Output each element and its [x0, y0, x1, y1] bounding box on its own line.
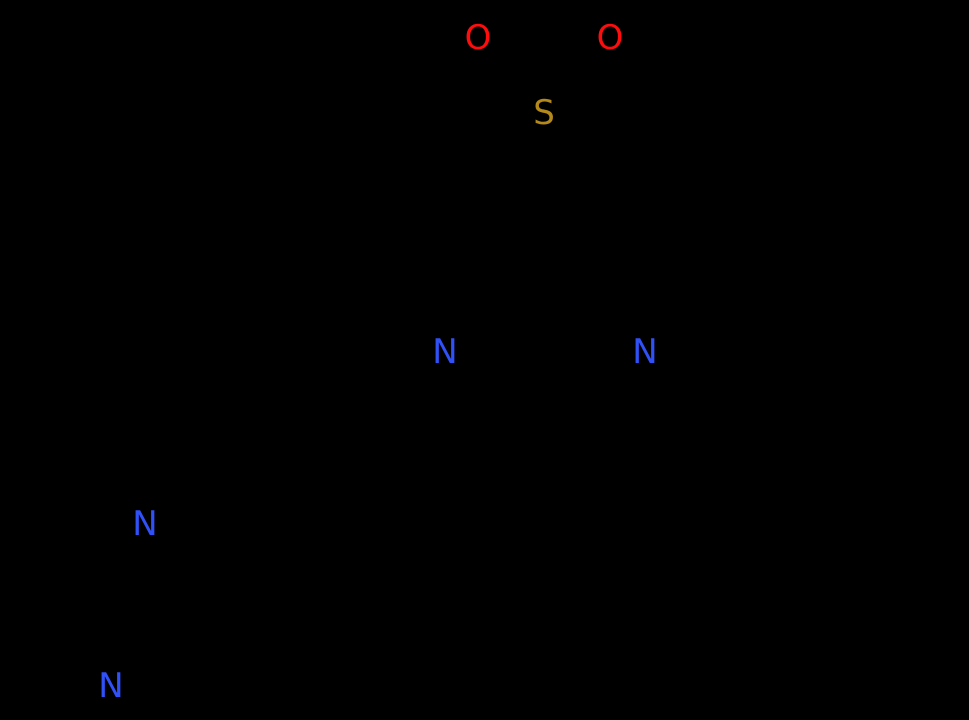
atom-nitrogen-1: N	[432, 332, 458, 372]
atom-oxygen-1: O	[464, 18, 492, 58]
atom-oxygen-2: O	[596, 18, 624, 58]
atom-sulfur: S	[533, 93, 555, 133]
atom-nitrogen-3: N	[132, 504, 158, 544]
atom-nitrogen-2: N	[632, 332, 658, 372]
atom-nitrogen-4: N	[98, 666, 124, 706]
